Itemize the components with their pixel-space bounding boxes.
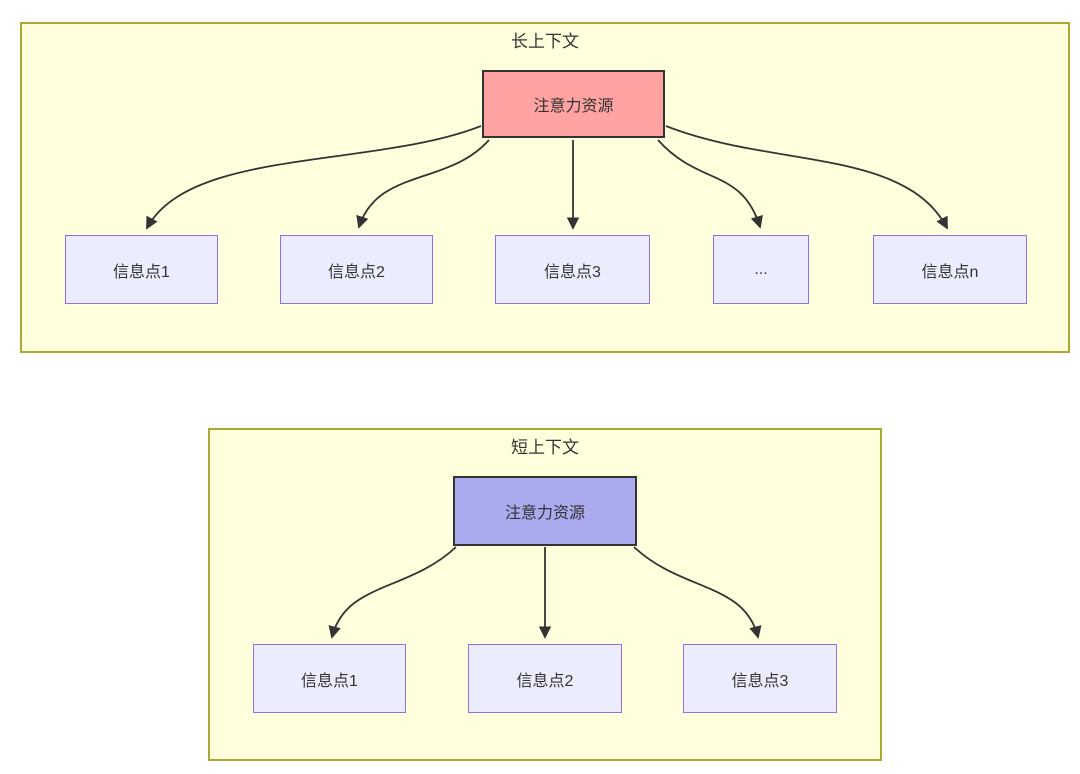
long-info-node-1: 信息点1 <box>65 235 218 304</box>
long-context-title: 长上下文 <box>511 32 579 51</box>
short-info-node-2: 信息点2 <box>468 644 622 713</box>
attention-resource-node-long: 注意力资源 <box>482 70 665 138</box>
long-info-node-3: 信息点3 <box>495 235 650 304</box>
short-context-title: 短上下文 <box>511 438 579 457</box>
short-info-node-3: 信息点3 <box>683 644 837 713</box>
long-info-node-ellipsis: ... <box>713 235 809 304</box>
short-info-node-1: 信息点1 <box>253 644 406 713</box>
attention-resource-node-short: 注意力资源 <box>453 476 637 546</box>
long-info-node-2: 信息点2 <box>280 235 433 304</box>
long-info-node-n: 信息点n <box>873 235 1027 304</box>
